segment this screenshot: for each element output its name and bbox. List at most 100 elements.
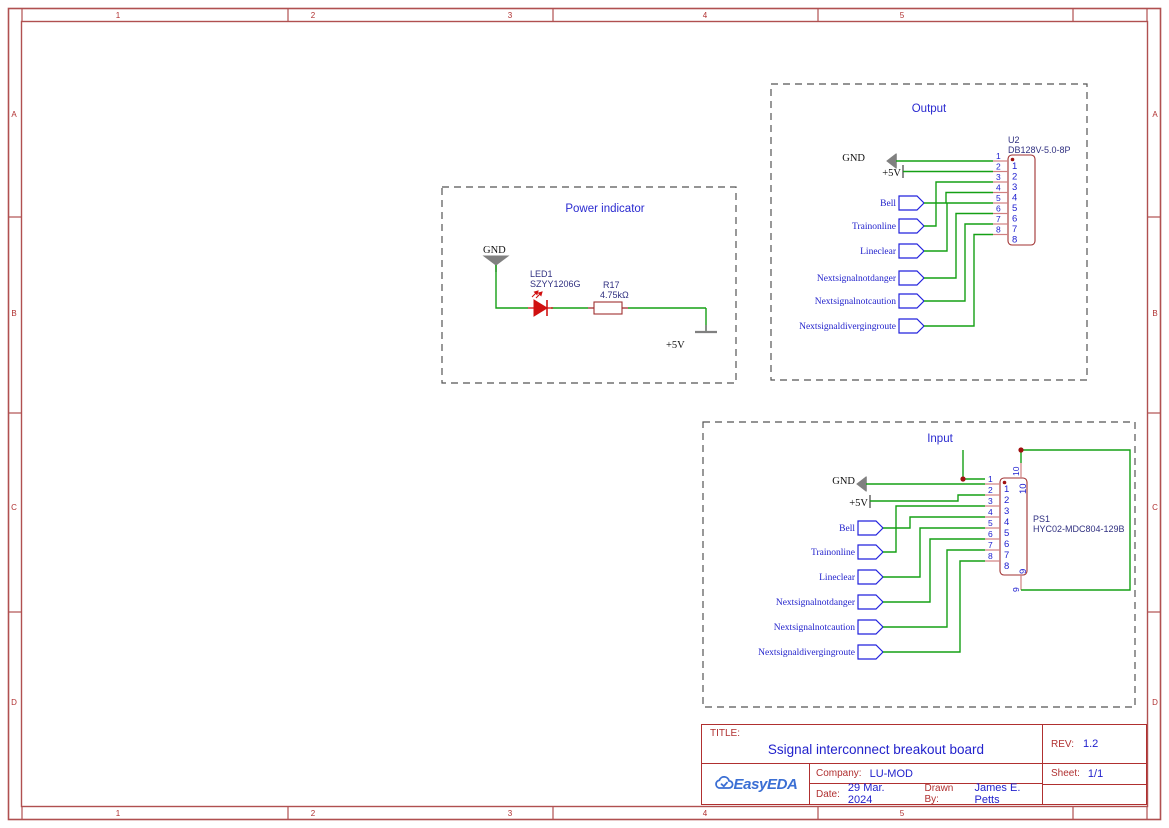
wire-in-nsnc: [883, 549, 985, 628]
wire-gnd-to-led: [495, 265, 528, 309]
u2-pin-num-in-8: 8: [1012, 235, 1017, 246]
wire-in-nsdr: [883, 560, 985, 653]
u2-pin-num-in-2: 2: [1012, 172, 1017, 183]
input-outline: [702, 421, 1136, 708]
date-row: Date: 29 Mar. 2024 Drawn By: James E. Pe…: [810, 782, 1042, 806]
output-net-port-nsnd[interactable]: [898, 270, 925, 286]
input-net-port-bell[interactable]: [857, 520, 884, 536]
input-net-label-nsnc: Nextsignalnotcaution: [774, 623, 856, 633]
ps1-pin-num-out-5: 5: [988, 518, 993, 528]
output-net-ports: Bell Trainonline Lineclear Nextsignalnot…: [799, 181, 993, 334]
p5v-port-input[interactable]: +5V: [849, 495, 871, 509]
p5v-symbol-power[interactable]: +5V: [666, 325, 717, 351]
wire-out-trainonline: [924, 181, 993, 227]
wire-out-bell: [924, 191, 993, 204]
output-net-port-trainonline[interactable]: [898, 218, 925, 234]
company-value: LU-MOD: [869, 767, 913, 780]
led1-ref: LED1: [530, 269, 553, 279]
input-net-port-nsnd[interactable]: [857, 594, 884, 610]
title-value: Ssignal interconnect breakout board: [767, 742, 985, 757]
u2-pin-num-in-7: 7: [1012, 224, 1017, 235]
input-net-label-trainonline: Trainonline: [811, 548, 855, 558]
wire-out-lineclear: [924, 202, 993, 252]
output-net-port-nsdr[interactable]: [898, 318, 925, 334]
output-outline: [770, 83, 1088, 381]
wire-in-trainonline: [883, 505, 985, 553]
ps1-pin-num-in-10: 10: [1018, 483, 1029, 494]
u2-pin-num-out-8: 8: [996, 225, 1001, 235]
company-row: Company: LU-MOD: [810, 764, 1042, 784]
r17-ref: R17: [603, 280, 620, 290]
frame-row-right-A: A: [1152, 110, 1158, 119]
frame-row-right-B: B: [1152, 309, 1157, 318]
title-cell: TITLE: Ssignal interconnect breakout boa…: [702, 725, 1043, 763]
title-block: TITLE: Ssignal interconnect breakout boa…: [701, 724, 1147, 806]
wire-ps1-gnd-branch: [962, 450, 985, 480]
ps1-pin-num-out-9: 9: [1011, 587, 1021, 592]
drawn-by-label: Drawn By:: [924, 783, 954, 805]
led1-symbol[interactable]: [528, 290, 553, 317]
cloud-icon: [714, 776, 734, 789]
input-net-port-trainonline[interactable]: [857, 544, 884, 560]
frame-row-left-D: D: [11, 698, 17, 707]
u2-pins: 1 1 2 2 3 3 4 4 5 5 6 6 7 7: [993, 151, 1017, 246]
gnd-label-power: GND: [483, 245, 506, 256]
input-net-ports: Bell Trainonline Lineclear Nextsignalnot…: [758, 505, 985, 660]
ps1-pin-num-in-4: 4: [1004, 517, 1009, 528]
p5v-port-output[interactable]: +5V: [882, 165, 904, 179]
u2-pin-num-in-1: 1: [1012, 161, 1017, 172]
input-net-port-nsdr[interactable]: [857, 644, 884, 660]
date-label: Date:: [816, 788, 840, 800]
ps1-part: HYC02-MDC804-129B: [1033, 524, 1125, 534]
frame-row-left-A: A: [11, 110, 17, 119]
p5v-label-input: +5V: [849, 498, 868, 509]
led1-part: SZYY1206G: [530, 279, 581, 289]
easyeda-logo-text: EasyEDA: [733, 775, 798, 793]
frame-col-bot-4: 4: [703, 809, 708, 818]
sheet-label: Sheet:: [1051, 768, 1080, 780]
output-block: Output U2 DB128V-5.0-8P 1 1 2 2 3 3 4 4: [770, 83, 1088, 381]
r17-value: 4.75kΩ: [600, 290, 629, 300]
input-block: Input PS1 HYC02-MDC804-129B 1 1 2 2 3 3 …: [702, 421, 1136, 708]
output-net-label-nsnd: Nextsignalnotdanger: [817, 274, 897, 284]
u2-pin-num-out-2: 2: [996, 162, 1001, 172]
gnd-label-input: GND: [832, 476, 855, 487]
ps1-body[interactable]: [999, 477, 1028, 576]
ps1-pin-num-in-7: 7: [1004, 550, 1009, 561]
u2-pin-num-out-1: 1: [996, 151, 1001, 161]
output-title: Output: [912, 103, 947, 115]
wire-in-lineclear: [883, 527, 985, 578]
gnd-port-input[interactable]: GND: [832, 475, 867, 493]
ps1-pin-10: 10 10: [1011, 463, 1029, 494]
rev-label: REV:: [1051, 738, 1074, 750]
input-net-label-nsdr: Nextsignaldivergingroute: [758, 648, 855, 658]
u2-pin-num-out-4: 4: [996, 183, 1001, 193]
r17-symbol[interactable]: [588, 301, 628, 315]
frame-row-right-C: C: [1152, 503, 1158, 512]
ps1-ref: PS1: [1033, 514, 1050, 524]
output-net-label-lineclear: Lineclear: [860, 247, 897, 257]
output-net-port-nsnc[interactable]: [898, 293, 925, 309]
gnd-port-output[interactable]: GND: [842, 152, 897, 170]
drawn-by-value: James E. Petts: [974, 782, 1021, 806]
frame-col-bot-3: 3: [508, 809, 513, 818]
ps1-pin-num-out-7: 7: [988, 540, 993, 550]
input-net-port-lineclear[interactable]: [857, 569, 884, 585]
output-net-port-lineclear[interactable]: [898, 243, 925, 259]
ps1-pin-num-out-6: 6: [988, 529, 993, 539]
u2-body[interactable]: [1007, 154, 1036, 246]
sheet-column: Sheet: 1/1: [1043, 764, 1146, 804]
wire-out-nsnc: [924, 223, 993, 302]
input-net-port-nsnc[interactable]: [857, 619, 884, 635]
input-net-label-nsnd: Nextsignalnotdanger: [776, 598, 856, 608]
ps1-pin-num-in-6: 6: [1004, 539, 1009, 550]
output-net-port-bell[interactable]: [898, 195, 925, 211]
company-date-column: Company: LU-MOD Date: 29 Mar. 2024 Drawn…: [810, 764, 1043, 806]
ps1-pin-num-in-1: 1: [1004, 484, 1009, 495]
rev-value: 1.2: [1082, 738, 1099, 750]
input-net-label-bell: Bell: [839, 524, 855, 534]
u2-pin-num-out-6: 6: [996, 204, 1001, 214]
sheet-value: 1/1: [1087, 767, 1104, 780]
